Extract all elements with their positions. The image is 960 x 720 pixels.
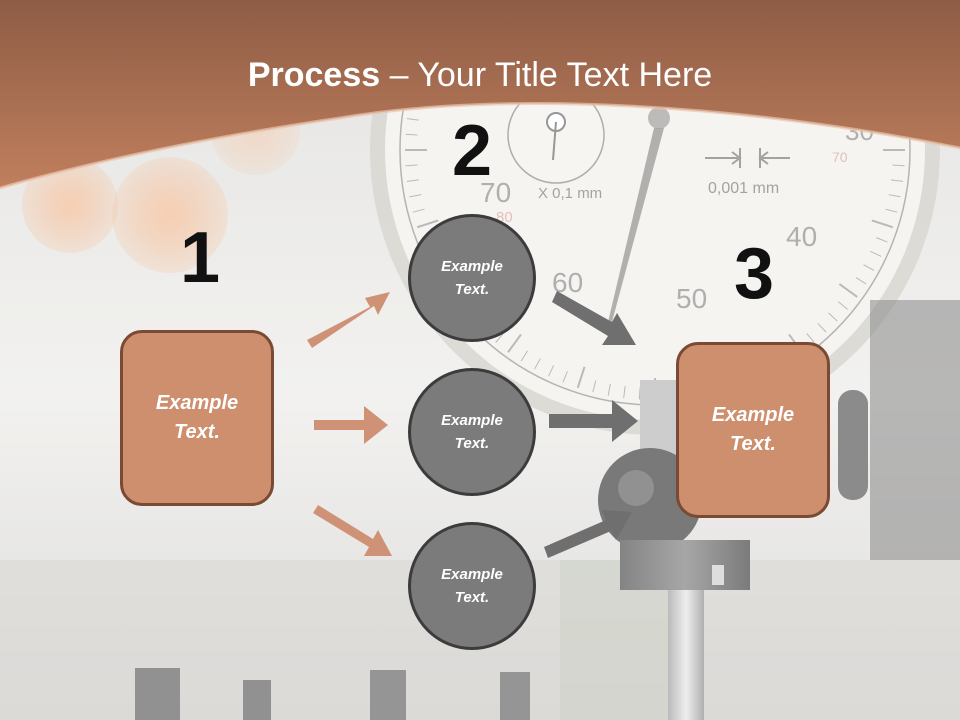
gauge-tick [576, 366, 586, 389]
title-rest: – Your Title Text Here [380, 56, 713, 94]
example-circle-3[interactable]: Example Text. [408, 522, 536, 650]
title-bold: Process [247, 56, 381, 94]
gauge-tick [406, 179, 419, 182]
gauge-tick [806, 333, 815, 343]
gauge-tick [871, 219, 894, 229]
gauge-tick [534, 358, 541, 370]
circle-2-line2: Text. [454, 435, 490, 452]
left-box-line1: Example [155, 392, 239, 414]
gauge-tick [623, 386, 626, 399]
circle-3-line1: Example [441, 566, 503, 583]
gauge-tick [409, 194, 422, 198]
gauge-tick [828, 312, 838, 322]
gauge-tick [562, 371, 568, 383]
header-wave [0, 0, 960, 188]
gauge-tick [891, 179, 904, 182]
gauge-tick [548, 365, 555, 377]
gauge-tick [592, 380, 597, 393]
arrow-box-to-circle-1 [307, 292, 390, 348]
right-box-line1: Example [711, 404, 795, 426]
gauge-tick [892, 164, 905, 167]
gauge-tick [495, 333, 504, 343]
gauge-tick [885, 208, 898, 213]
gauge-tick [870, 250, 882, 257]
circle-3-line2: Text. [454, 589, 490, 606]
circle-2-line1: Example [441, 412, 503, 429]
gauge-tick [876, 237, 888, 243]
arrow-box-to-circle-2 [314, 406, 388, 444]
arrow-circle-3-to-box [544, 510, 632, 558]
gauge-tick [817, 323, 827, 333]
gauge-tick [405, 133, 418, 136]
gauge-tick [638, 387, 641, 400]
gauge-tick [405, 164, 418, 167]
right-box-line2: Text. [730, 433, 776, 455]
example-circle-1[interactable]: Example Text. [408, 214, 536, 342]
gauge-label-70: 70 [480, 177, 511, 208]
step-number-3: 3 [733, 234, 775, 314]
arrow-circle-2-to-box [549, 400, 638, 442]
gauge-tick [838, 283, 858, 298]
left-box-line2: Text. [174, 421, 220, 443]
gauge-tick [607, 383, 611, 396]
gauge-tick [416, 219, 439, 229]
gauge-tick [412, 208, 425, 213]
step-number-1: 1 [179, 218, 221, 298]
gauge-tick [520, 350, 528, 362]
step-number-2: 2 [451, 111, 493, 191]
gauge-label-70-red: 70 [832, 149, 848, 165]
slide-title: Process – Your Title Text Here [0, 54, 960, 96]
left-example-box[interactable]: Example Text. [120, 330, 274, 506]
gauge-tick [863, 264, 875, 271]
gauge-tick [406, 118, 419, 121]
right-example-box[interactable]: Example Text. [676, 342, 830, 518]
arrow-box-to-circle-3 [313, 505, 392, 556]
circle-1-line2: Text. [454, 281, 490, 298]
gauge-label-50: 50 [676, 283, 707, 314]
gauge-unit-text: 0,001 mm [708, 180, 779, 197]
gauge-label-40: 40 [786, 221, 817, 252]
arrow-circle-1-to-box [552, 291, 636, 345]
gauge-tick [888, 194, 901, 198]
gauge-tick [838, 301, 848, 310]
gauge-tick [507, 333, 522, 353]
gauge-sub-unit-text: X 0,1 mm [538, 185, 602, 202]
gauge-tick [855, 277, 867, 285]
circle-1-line1: Example [441, 258, 503, 275]
example-circle-2[interactable]: Example Text. [408, 368, 536, 496]
